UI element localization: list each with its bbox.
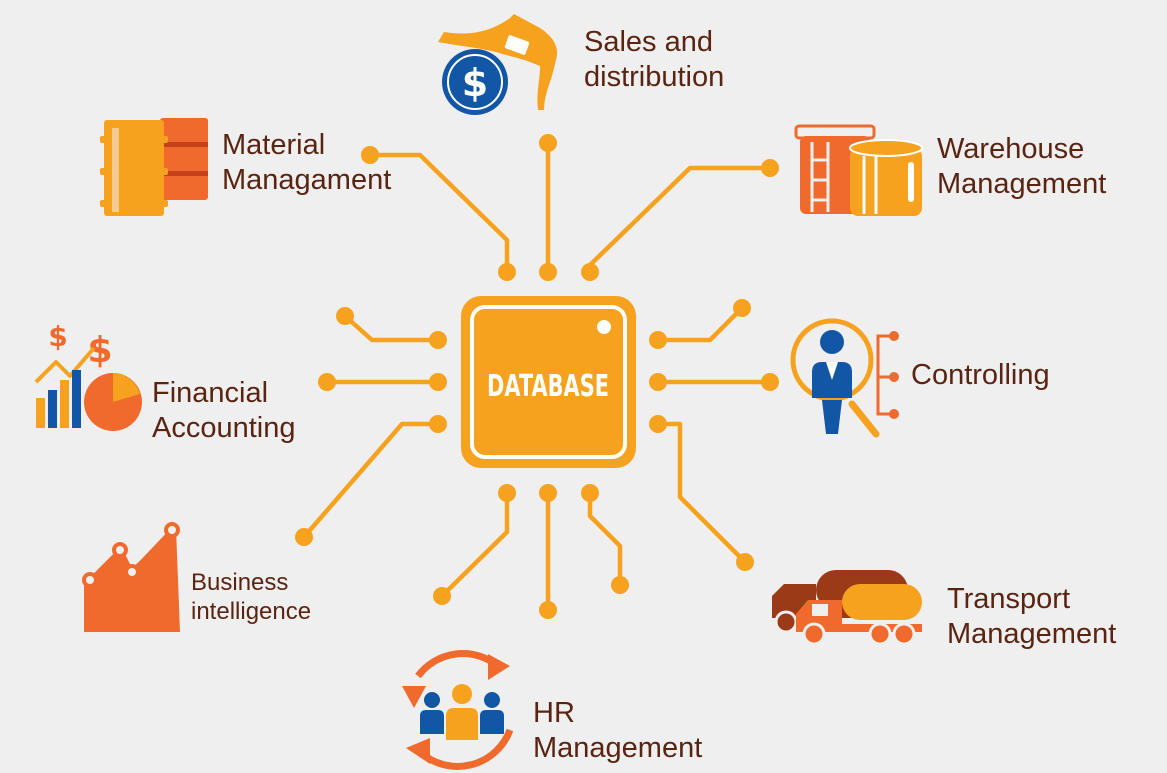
magnifier-person-icon [790, 318, 899, 438]
fuel-nozzle-dollar-icon: $ [438, 14, 558, 115]
label-line: Accounting [152, 412, 296, 445]
label-line: Managament [222, 164, 392, 197]
label-transport-management: Transport Management [947, 582, 1116, 653]
node [318, 373, 336, 391]
label-business-intelligence: Business intelligence [191, 568, 311, 627]
svg-text:$: $ [462, 61, 488, 105]
label-hr-management: HR Management [533, 696, 702, 767]
node [736, 553, 754, 571]
label-line: Management [937, 168, 1107, 201]
node [498, 484, 516, 502]
trace-bottom-right [587, 490, 623, 588]
svg-text:$: $ [48, 320, 67, 353]
node [581, 484, 599, 502]
database-chip: DATABASE [461, 296, 636, 468]
label-financial-accounting: Financial Accounting [152, 376, 296, 447]
label-line: Material [222, 129, 326, 161]
node [733, 299, 751, 317]
label-line: distribution [584, 61, 725, 94]
label-line: Management [533, 732, 703, 765]
node [761, 159, 779, 177]
node [361, 146, 379, 164]
label-material-management: Material Managament [222, 128, 391, 199]
label-line: Transport [947, 583, 1071, 615]
trace-warehouse [587, 165, 773, 275]
node [761, 373, 779, 391]
growth-chart-icon [82, 522, 180, 632]
node [539, 263, 557, 281]
tanker-trucks-icon [772, 570, 922, 646]
label-warehouse-management: Warehouse Management [937, 132, 1106, 203]
people-cycle-icon [402, 650, 514, 770]
barrels-icon [100, 118, 208, 216]
node [649, 415, 667, 433]
storage-tanks-icon [794, 124, 923, 216]
node [539, 484, 557, 502]
label-line: HR [533, 697, 575, 729]
trace-left-top [342, 313, 441, 343]
trace-right-low [655, 421, 748, 565]
node [336, 307, 354, 325]
trace-left-low [301, 421, 441, 540]
label-sales-distribution: Sales and distribution [584, 25, 724, 96]
node [581, 263, 599, 281]
trace-bottom-left [439, 490, 510, 599]
label-line: intelligence [191, 598, 312, 626]
circuit-nodes [295, 134, 779, 619]
label-line: Sales and [584, 26, 713, 58]
node [649, 331, 667, 349]
finance-chart-icon: $ $ [34, 320, 142, 431]
trace-material [367, 152, 510, 275]
label-line: Financial [152, 377, 269, 409]
node [429, 331, 447, 349]
label-line: Management [947, 618, 1117, 651]
node [295, 528, 313, 546]
node [429, 415, 447, 433]
circuit-traces [301, 140, 773, 613]
node [498, 263, 516, 281]
label-controlling: Controlling [911, 358, 1050, 393]
node [433, 587, 451, 605]
database-label: DATABASE [487, 369, 609, 404]
node [611, 576, 629, 594]
node [429, 373, 447, 391]
node [539, 134, 557, 152]
node [649, 373, 667, 391]
node [539, 601, 557, 619]
trace-right-top [655, 305, 745, 343]
label-line: Warehouse [937, 133, 1085, 165]
label-line: Business [191, 569, 289, 596]
label-line: Controlling [911, 359, 1050, 391]
